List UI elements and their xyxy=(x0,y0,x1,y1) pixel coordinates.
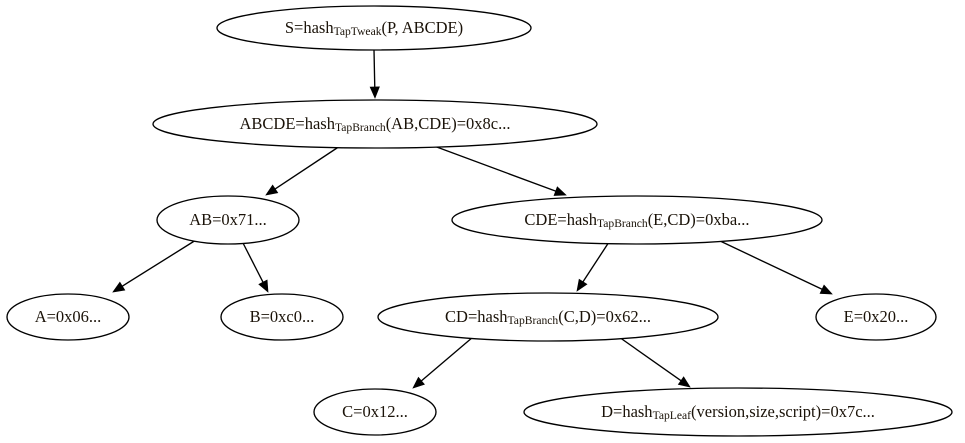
node-d[interactable]: D=hashTapLeaf(version,size,script)=0x7c.… xyxy=(523,387,953,437)
node-ellipse xyxy=(377,292,719,342)
hash-subscript: TapTweak xyxy=(334,25,382,38)
arrowhead-icon xyxy=(553,186,567,196)
arrowhead-icon xyxy=(369,86,380,99)
node-ab[interactable]: AB=0x71... xyxy=(156,195,300,245)
edge-abcde-to-cde xyxy=(433,145,567,196)
arrowhead-icon xyxy=(265,184,279,196)
edge-line xyxy=(121,239,197,287)
node-label: E=0x20... xyxy=(844,307,909,326)
arrowhead-icon xyxy=(258,279,269,293)
edges-layer xyxy=(112,49,833,389)
node-ellipse xyxy=(6,293,130,341)
edge-cde-to-e xyxy=(717,239,833,295)
edge-line xyxy=(717,239,823,290)
node-ellipse xyxy=(313,388,437,436)
arrowhead-icon xyxy=(112,281,126,293)
node-label: A=0x06... xyxy=(35,307,102,326)
edge-line xyxy=(242,242,264,283)
edge-ab-to-a xyxy=(112,239,197,293)
node-label: D=hashTapLeaf(version,size,script)=0x7c.… xyxy=(601,402,875,422)
node-b[interactable]: B=0xc0... xyxy=(220,293,344,341)
node-label: S=hashTapTweak(P, ABCDE) xyxy=(285,18,463,38)
edge-line xyxy=(582,241,610,283)
node-ellipse xyxy=(451,195,823,245)
node-ellipse xyxy=(156,195,300,245)
node-label: B=0xc0... xyxy=(250,307,315,326)
node-ellipse xyxy=(220,293,344,341)
edge-s-to-abcde xyxy=(369,49,380,99)
hash-subscript: TapBranch xyxy=(335,121,386,134)
edge-line xyxy=(433,145,556,192)
node-label: ABCDE=hashTapBranch(AB,CDE)=0x8c... xyxy=(240,114,511,134)
arrowhead-icon xyxy=(412,376,425,389)
node-ellipse xyxy=(815,293,937,341)
node-label: CDE=hashTapBranch(E,CD)=0xba... xyxy=(524,210,749,230)
node-ellipse xyxy=(523,387,953,437)
hash-subscript: TapLeaf xyxy=(653,409,692,422)
edge-line xyxy=(618,336,682,382)
edge-cd-to-c xyxy=(412,336,474,389)
arrowhead-icon xyxy=(576,278,588,292)
node-ellipse xyxy=(216,5,532,51)
node-c[interactable]: C=0x12... xyxy=(313,388,437,436)
node-a[interactable]: A=0x06... xyxy=(6,293,130,341)
arrowhead-icon xyxy=(677,376,691,388)
node-abcde[interactable]: ABCDE=hashTapBranch(AB,CDE)=0x8c... xyxy=(152,99,598,149)
node-cde[interactable]: CDE=hashTapBranch(E,CD)=0xba... xyxy=(451,195,823,245)
edge-line xyxy=(373,49,376,88)
hash-subscript: TapBranch xyxy=(508,314,559,327)
node-label: AB=0x71... xyxy=(189,210,267,229)
node-e[interactable]: E=0x20... xyxy=(815,293,937,341)
edge-line xyxy=(420,336,474,382)
hash-subscript: TapBranch xyxy=(597,217,648,230)
edge-cde-to-cd xyxy=(576,241,610,292)
node-s[interactable]: S=hashTapTweak(P, ABCDE) xyxy=(216,5,532,51)
node-label: C=0x12... xyxy=(342,402,408,421)
edge-ab-to-b xyxy=(242,242,269,293)
node-label: CD=hashTapBranch(C,D)=0x62... xyxy=(445,307,651,327)
edge-abcde-to-ab xyxy=(265,145,341,196)
arrowhead-icon xyxy=(819,284,833,295)
edge-line xyxy=(274,145,341,190)
node-ellipse xyxy=(152,99,598,149)
edge-cd-to-d xyxy=(618,336,691,388)
nodes-layer: S=hashTapTweak(P, ABCDE) ABCDE=hashTapBra… xyxy=(6,5,953,437)
node-cd[interactable]: CD=hashTapBranch(C,D)=0x62... xyxy=(377,292,719,342)
